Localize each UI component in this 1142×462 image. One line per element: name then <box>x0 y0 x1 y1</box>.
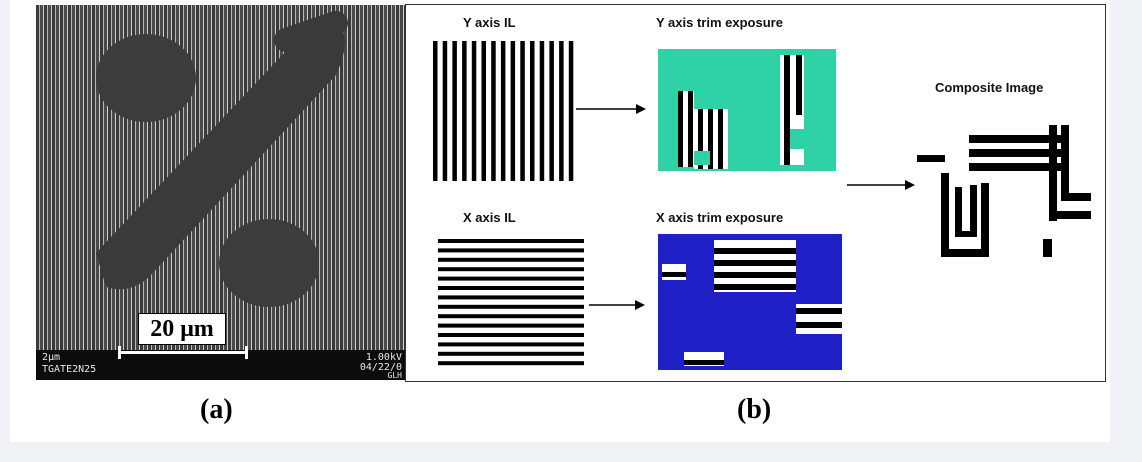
y-grating-line <box>539 41 545 181</box>
y-grating-line <box>433 41 438 181</box>
y-grating-line <box>530 41 535 181</box>
x-grating-line <box>438 351 584 356</box>
scale-label: 20 μm <box>138 313 226 345</box>
x-grating-line <box>438 304 584 309</box>
x-grating-line <box>438 314 584 319</box>
y-grating-line <box>500 41 506 181</box>
x-grating-line <box>438 342 584 347</box>
databar-voltage: 1.00kV <box>365 352 402 363</box>
process-diagram: Y axis IL Y axis trim exposure X axis IL… <box>405 4 1106 382</box>
arrow-composite-icon <box>847 180 915 190</box>
arrow-x-icon <box>589 300 645 310</box>
x-axis-il-pattern <box>438 239 584 366</box>
x-grating-line <box>438 248 584 253</box>
composite-image <box>917 125 1091 257</box>
x-grating-line <box>438 239 584 243</box>
x-grating-line <box>438 267 584 272</box>
x-axis-trim-pattern <box>658 234 842 370</box>
caption-a: (a) <box>200 394 233 425</box>
y-grating-line <box>462 41 467 181</box>
databar-date: 04/22/0 <box>359 362 402 373</box>
caption-b: (b) <box>737 394 772 425</box>
y-grating-line <box>481 41 486 181</box>
figure-card: 2μm TGATE2N25 1.00kV 04/22/0 GLH 20 μm (… <box>10 0 1110 442</box>
label-y-axis-il: Y axis IL <box>463 15 516 30</box>
x-grating-line <box>438 361 584 366</box>
y-grating-line <box>471 41 477 181</box>
x-grating-line <box>438 333 584 337</box>
sem-micrograph: 2μm TGATE2N25 1.00kV 04/22/0 GLH 20 μm <box>36 5 406 380</box>
x-grating-line <box>438 323 584 328</box>
databar-magnification: 2μm <box>42 352 61 363</box>
label-x-axis-il: X axis IL <box>463 210 516 225</box>
x-grating-line <box>438 257 584 262</box>
databar-sample-id: TGATE2N25 <box>42 364 97 375</box>
databar-operator: GLH <box>387 371 402 380</box>
x-grating-line <box>438 276 584 281</box>
label-x-axis-trim: X axis trim exposure <box>656 210 784 225</box>
y-grating-line <box>568 41 574 181</box>
label-composite-image: Composite Image <box>935 80 1044 95</box>
y-grating-line <box>491 41 496 181</box>
arrow-y-icon <box>576 104 646 114</box>
scale-bar <box>118 346 248 359</box>
y-grating-line <box>510 41 516 181</box>
y-axis-il-pattern <box>433 41 574 181</box>
x-grating-line <box>438 295 584 300</box>
y-axis-trim-pattern <box>658 49 836 171</box>
y-grating-line <box>442 41 448 181</box>
sem-databar: 2μm TGATE2N25 1.00kV 04/22/0 GLH <box>36 350 406 380</box>
x-grating-line <box>438 286 584 290</box>
y-grating-line <box>452 41 457 181</box>
label-y-axis-trim: Y axis trim exposure <box>656 15 783 30</box>
y-grating-line <box>520 41 525 181</box>
trim-pattern <box>96 11 348 307</box>
y-grating-line <box>549 41 554 181</box>
y-grating-line <box>559 41 564 181</box>
